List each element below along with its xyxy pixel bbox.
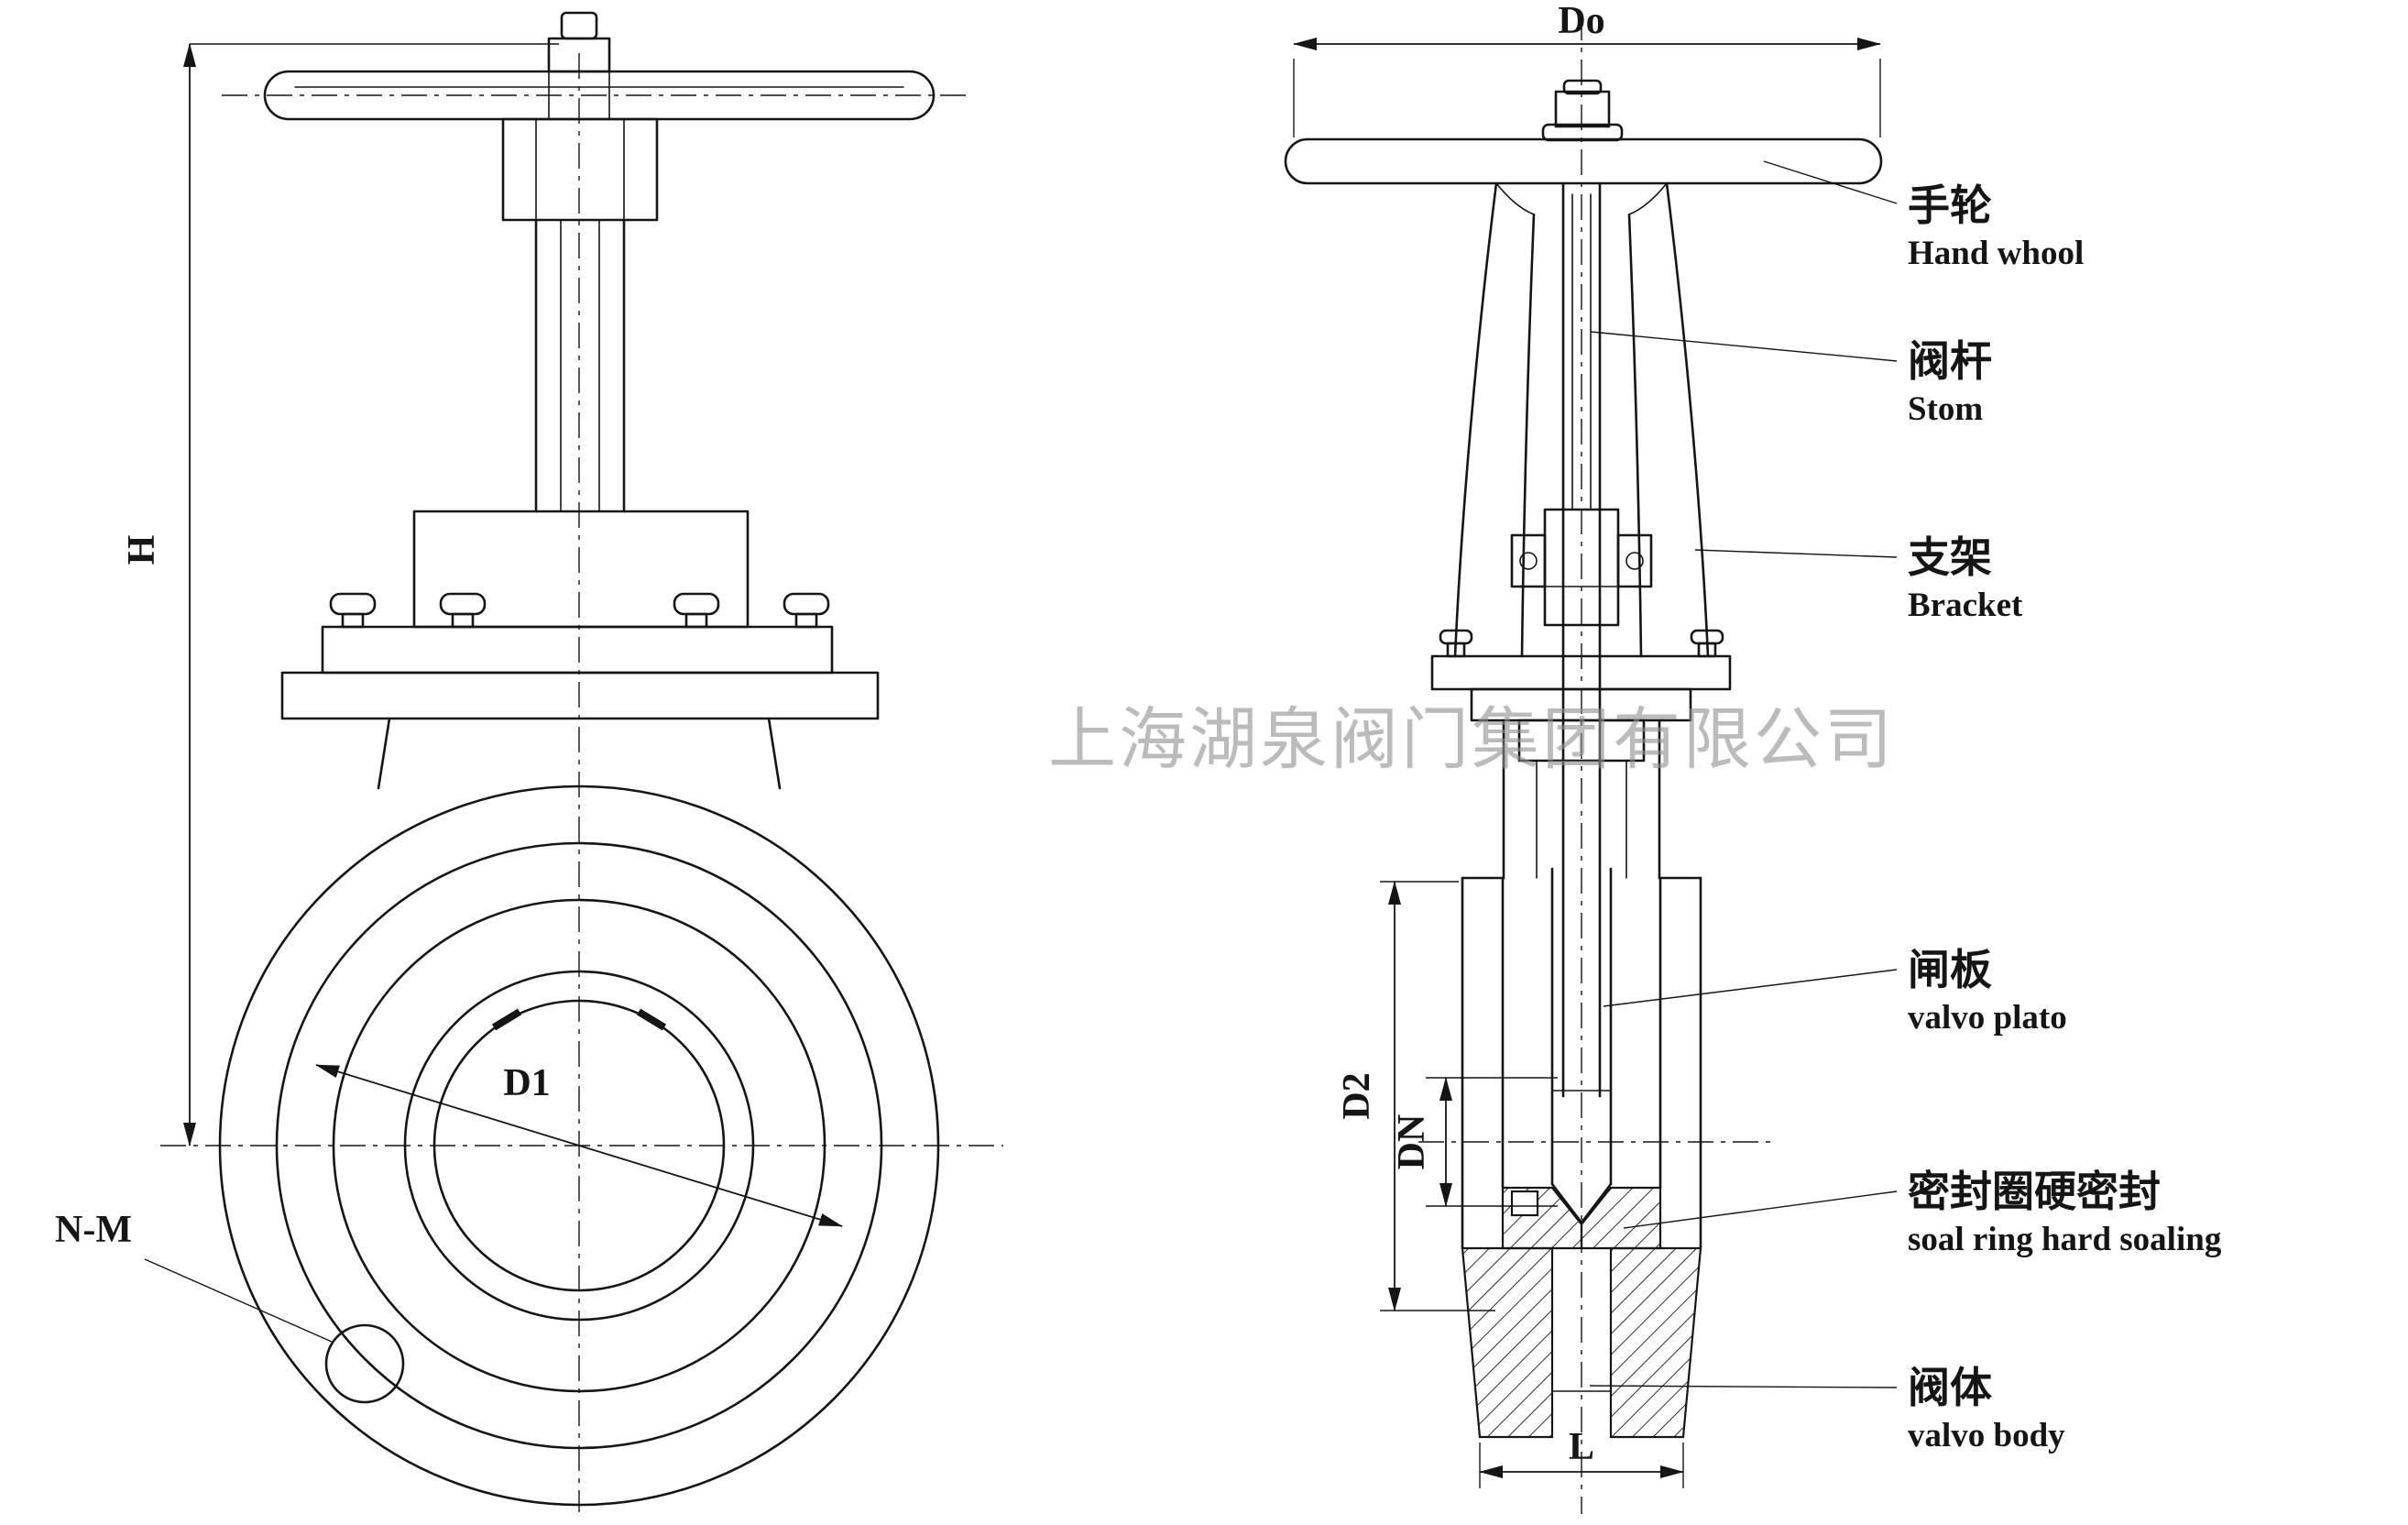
dim-l: L (1479, 1426, 1684, 1488)
callout-body-label-zh: 阀体 (1908, 1363, 1992, 1412)
side-view-centerlines (1418, 15, 1778, 1514)
side-view-handwheel (1284, 79, 1883, 185)
dim-label-h: H (121, 535, 163, 565)
side-view-stem (1510, 181, 1653, 1098)
callout-handwheel-label-zh: 手轮 (1908, 181, 1992, 230)
callout-stem: 阀杆 Stom (1590, 331, 1992, 428)
dim-d1: D1 (315, 1062, 843, 1227)
side-view-seal (1501, 1186, 1662, 1250)
front-view-centerlines (160, 53, 1003, 1512)
bolt-hole-circle (324, 1323, 405, 1404)
seal-ring-section (1510, 1190, 1539, 1217)
side-view-body (1461, 719, 1702, 1250)
callout-handwheel-label-en: Hand whool (1908, 235, 2084, 272)
dim-do: Do (1293, 0, 1881, 137)
callout-bracket-label-en: Bracket (1908, 587, 2023, 624)
front-view-handwheel (263, 11, 936, 121)
dim-d2: D2 (1336, 881, 1495, 1311)
dim-label-nm: N-M (55, 1209, 132, 1251)
dim-nm: N-M (55, 1209, 405, 1404)
callout-seal-label-zh: 密封圈硬密封 (1908, 1167, 2161, 1216)
dim-label-dn: DN (1391, 1114, 1433, 1170)
callout-seal-label-en: soal ring hard soaling (1908, 1221, 2222, 1258)
dim-label-d1: D1 (503, 1062, 550, 1104)
callout-bracket: 支架 Bracket (1694, 532, 2023, 624)
callout-valve-plate: 闸板 valvo plato (1603, 945, 2067, 1037)
dim-label-do: Do (1558, 0, 1604, 42)
callout-stem-label-en: Stom (1908, 390, 1983, 428)
side-view-bottom-body (1461, 1246, 1702, 1439)
dim-dn: DN (1391, 1077, 1558, 1207)
dim-h: H (121, 43, 559, 1146)
callout-body-label-en: valvo body (1908, 1417, 2065, 1454)
callout-stem-label-zh: 阀杆 (1908, 336, 1992, 386)
front-view-flange-plates (280, 625, 880, 790)
side-view-yoke (1430, 181, 1732, 722)
watermark-text: 上海湖泉阀门集团有限公司 (1048, 700, 1895, 779)
callout-plate-label-zh: 闸板 (1908, 945, 1992, 994)
front-view-stem (501, 117, 659, 513)
front-view-bracket (329, 510, 830, 629)
callout-valve-body: 阀体 valvo body (1589, 1363, 2065, 1454)
dim-label-l: L (1569, 1426, 1594, 1468)
callout-handwheel: 手轮 Hand whool (1763, 160, 2084, 272)
callout-plate-label-en: valvo plato (1908, 999, 2067, 1037)
callouts: 手轮 Hand whool 阀杆 Stom 支架 Bracket 闸板 valv… (1589, 160, 2222, 1454)
front-view: D1 N-M H (55, 11, 1003, 1512)
dim-label-d2: D2 (1336, 1072, 1378, 1119)
callout-seal-ring: 密封圈硬密封 soal ring hard soaling (1623, 1167, 2222, 1258)
side-section-view: Do (1284, 0, 1883, 1514)
callout-bracket-label-zh: 支架 (1908, 532, 1992, 582)
